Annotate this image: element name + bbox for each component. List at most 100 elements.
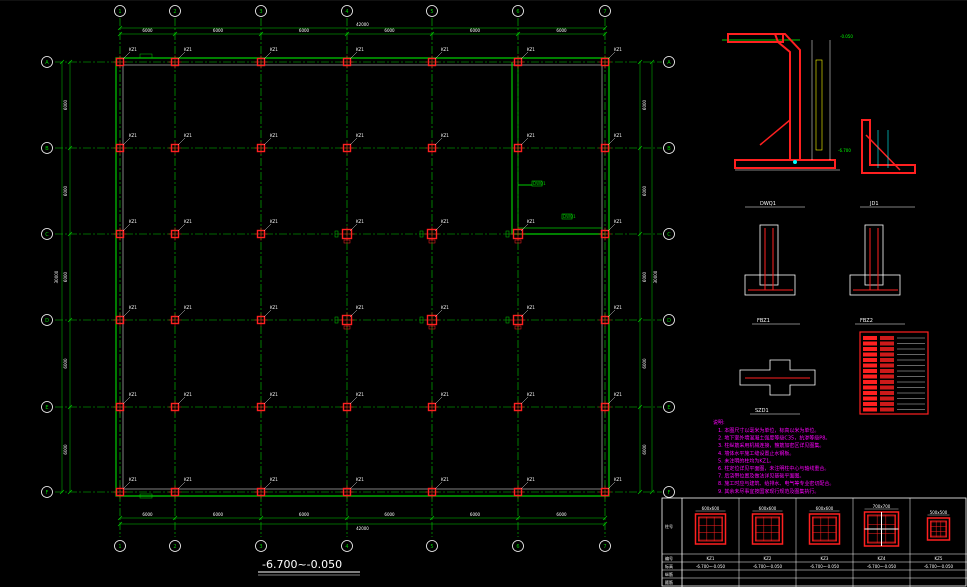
grid-bubble-top-3-circle — [255, 5, 267, 17]
dim-left-span: 6000 — [63, 185, 68, 196]
rebar-table-cell-b — [880, 380, 894, 384]
grid-bubble-bottom-4-circle — [341, 540, 353, 552]
rebar-table-cell-a — [863, 380, 877, 384]
column-leader — [122, 51, 131, 60]
column-tag: KZ1 — [270, 133, 278, 138]
grid-bubble-right-4-circle — [663, 314, 675, 326]
grid-bubble-right-3-circle — [663, 228, 675, 240]
schedule-name-KZ1: KZ1 — [707, 556, 715, 561]
column-leader — [349, 137, 358, 146]
rebar-table-cell-b — [880, 385, 894, 390]
grid-bubble-bottom-2-label: 2 — [173, 544, 176, 550]
column-tag: KZ1 — [356, 47, 364, 52]
pilaster1-title: FBZ1 — [757, 318, 770, 324]
column-leader — [349, 309, 358, 318]
dim-left-span: 6000 — [63, 271, 68, 282]
schedule-name-KZ3: KZ3 — [821, 556, 829, 561]
dim-bottom-span: 6000 — [299, 512, 310, 517]
wall-tag-box-2 — [561, 213, 573, 220]
rebar-table-cell-a — [863, 341, 877, 346]
columns — [113, 55, 612, 499]
wall-section-title: DWQ1 — [760, 201, 776, 207]
dim-left-span: 6000 — [63, 444, 68, 455]
wall-tag-box — [531, 180, 543, 187]
column-tag: KZ1 — [129, 392, 137, 397]
column-tag: KZ1 — [527, 305, 535, 310]
column-cap-b — [428, 325, 436, 330]
rebar-table-cell-a — [863, 352, 877, 357]
column-leader — [520, 396, 529, 405]
column-tag: KZ1 — [129, 47, 137, 52]
dim-right-span: 6000 — [642, 185, 647, 196]
column-cap-b — [428, 239, 436, 244]
note-line-1: 1. 本图尺寸以毫米为单位，标高以米为单位。 — [718, 427, 819, 434]
column-leader — [520, 51, 529, 60]
grid-bubble-left-2-circle — [41, 142, 53, 154]
corner-detail-title: JD1 — [869, 201, 879, 207]
section-KZ1-stirrup — [698, 516, 723, 542]
grid-bubble-bottom-7-label: 7 — [603, 544, 606, 550]
schedule-elev-KZ2: -6.700~-0.050 — [753, 564, 783, 569]
grid-bubble-right-6-circle — [663, 486, 675, 498]
svg-text:-6.700: -6.700 — [838, 148, 851, 153]
note-line-3: 3. 柱纵筋采用机械连接，箍筋加密区详见图集。 — [718, 442, 824, 449]
column-leader — [349, 223, 358, 232]
column-cap-b — [514, 239, 522, 244]
note-line-4: 4. 墙体水平施工缝设置止水钢板。 — [718, 450, 794, 457]
grid-bubble-bottom-6-circle — [512, 540, 524, 552]
rebar-table-cell-b — [880, 369, 894, 373]
column-leader — [607, 396, 616, 405]
column-leader — [177, 223, 186, 232]
dim-top-span: 6000 — [213, 28, 224, 33]
column-tag: KZ1 — [441, 477, 449, 482]
column-leader — [263, 51, 272, 60]
column-leader — [263, 223, 272, 232]
grid-bubble-left-5-circle — [41, 401, 53, 413]
dim-bottom-overall: 42000 — [356, 526, 369, 531]
column-leader — [607, 309, 616, 318]
column-leader — [122, 481, 131, 490]
rebar-table-cell-b — [880, 336, 894, 340]
plan-title: -6.700~-0.050 — [262, 558, 342, 571]
rebar-table-cell-b — [880, 396, 894, 401]
inner-wall-line — [122, 64, 603, 490]
internal-wall-inner — [517, 65, 602, 229]
grid-bubble-top-3-label: 3 — [259, 9, 262, 15]
section-KZ2-outer — [751, 513, 784, 545]
dim-left-span: 6000 — [63, 358, 68, 369]
grid-bubble-left-4-circle — [41, 314, 53, 326]
grid-lines — [55, 18, 662, 537]
column-schedule: 柱号编号标高纵筋箍筋600x600KZ1-6.700~-0.050600x600… — [661, 497, 967, 587]
dim-right-overall: 30000 — [653, 270, 658, 283]
column-cap-l — [419, 230, 424, 238]
section-size-KZ3: 600x600 — [816, 506, 834, 511]
schedule-elev-KZ5: -6.700~-0.050 — [924, 564, 954, 569]
grid-bubble-top-7-circle — [599, 5, 611, 17]
column-cap-l — [334, 230, 339, 238]
dim-left-span: 6000 — [63, 99, 68, 110]
grid-bubble-top-6-circle — [512, 5, 524, 17]
section-KZ1-outer — [694, 513, 727, 545]
grid-bubble-top-4-circle — [341, 5, 353, 17]
section-KZ5-stirrup — [930, 520, 947, 538]
grid-bubble-right-6-label: F — [668, 490, 671, 496]
rebar-table-cell-a — [863, 402, 877, 406]
grid-bubble-bottom-2-circle — [169, 540, 181, 552]
column-leader — [177, 309, 186, 318]
grid-bubble-right-1-label: A — [667, 60, 671, 66]
detail-drawings: -0.050 -6.700 DWQ1 JD1 FBZ1 — [722, 33, 929, 415]
column-tag: KZ1 — [441, 219, 449, 224]
rebar-table-cell-b — [880, 352, 894, 357]
grid-bubble-left-6-label: F — [46, 490, 49, 496]
notes-heading: 说明: — [713, 419, 725, 426]
column-tag: KZ1 — [270, 477, 278, 482]
section-KZ3-stirrup — [812, 516, 837, 542]
dim-top-span: 6000 — [470, 28, 481, 33]
column-tag: KZ1 — [356, 133, 364, 138]
column-tag: KZ1 — [356, 219, 364, 224]
schedule-name-KZ4: KZ4 — [878, 556, 886, 561]
column-cap-b — [343, 239, 351, 244]
column-tag: KZ1 — [129, 477, 137, 482]
